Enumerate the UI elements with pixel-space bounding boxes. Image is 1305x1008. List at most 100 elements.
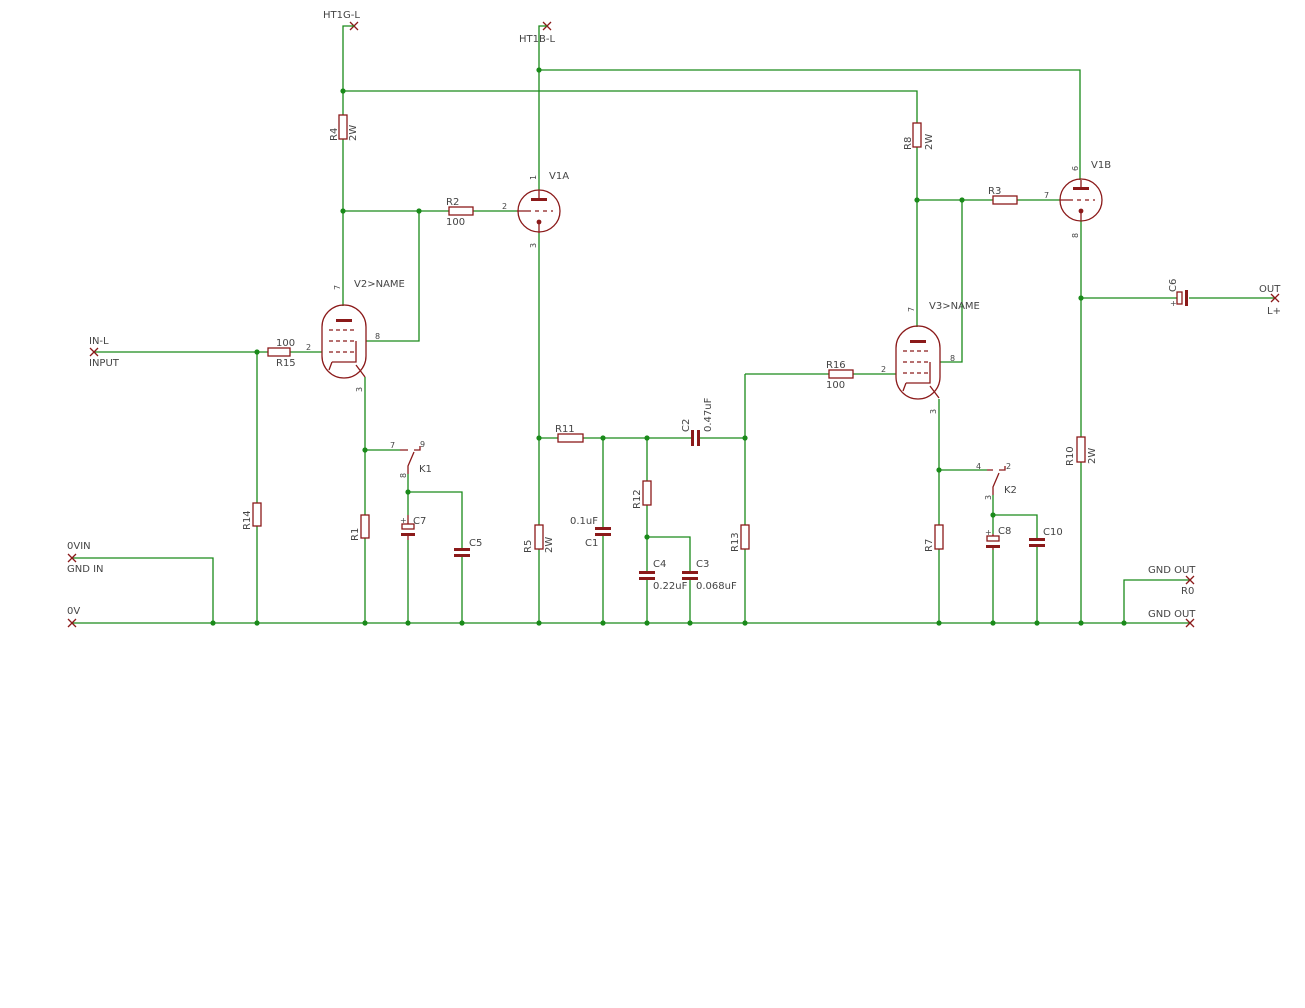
v1a-pin3: 3 [529,243,538,248]
r5-name: R5 [523,540,534,553]
gnd-out2-cross-icon [1185,618,1195,628]
v3-pin3: 3 [929,409,938,414]
out-cross-icon [1270,293,1280,303]
junction-dot [644,435,650,441]
net-ht1b-label: HT1B-L [519,34,555,45]
junction-dot [990,620,996,626]
capacitor-c6: + [1170,290,1188,308]
net-gnd-out2-label: GND OUT [1148,609,1196,620]
v1b-pin8: 8 [1071,233,1080,238]
resistor-r1 [360,514,370,539]
c5-wire [408,491,463,623]
capacitor-c2 [691,430,700,446]
junction-dot [600,435,606,441]
labels: HT1G-L HT1B-L IN-L INPUT 0VIN GND IN 0V … [67,10,1281,620]
r2-value: 100 [446,217,465,228]
junction-dot [340,88,346,94]
tube-v1a [517,189,561,233]
r15-value: 100 [276,338,295,349]
net-r0-label: R0 [1181,586,1194,597]
r11-name: R11 [555,424,575,435]
c5-name: C5 [469,538,482,549]
c3-wire [647,536,691,623]
net-lplus-label: L+ [1267,306,1281,317]
junction-dot [254,620,260,626]
junction-dot [959,197,965,203]
c2-name: C2 [681,419,692,432]
v1a-pin1: 1 [529,175,538,180]
c10-name: C10 [1043,527,1063,538]
junction-dot [254,349,260,355]
c3-value: 0.068uF [696,581,737,592]
v1b-name: V1B [1091,160,1111,171]
junction-dot [1078,295,1084,301]
resistor-r5 [534,524,544,550]
junction-dot [536,67,542,73]
r1-name: R1 [350,528,361,541]
junction-dot [405,620,411,626]
net-gnd-in-label: GND IN [67,564,104,575]
capacitor-c8: + [985,528,1000,550]
r3-name: R3 [988,186,1001,197]
net-out-label: OUT [1259,284,1281,295]
capacitor-c1 [595,527,611,536]
resistors [252,114,1086,550]
junction-dot [742,435,748,441]
c6-name: C6 [1168,279,1179,292]
junction-dot [644,620,650,626]
r14-name: R14 [242,510,253,530]
tube-v1b [1059,178,1103,222]
v3-name: V3>NAME [929,301,980,312]
r15-name: R15 [276,358,296,369]
net-ht1g-label: HT1G-L [323,10,360,21]
r2-name: R2 [446,197,459,208]
resistor-r2 [448,206,474,216]
junction-dot [362,447,368,453]
tube-v3 [895,325,941,400]
tube-v2 [321,304,367,379]
r12-name: R12 [632,489,643,509]
capacitors: + + [400,290,1188,580]
capacitor-c4 [639,571,655,580]
resistor-r4 [338,114,348,140]
resistor-r3 [992,195,1018,205]
k1-pin7: 7 [390,441,395,450]
junction-dot [990,512,996,518]
k1-name: K1 [419,464,432,475]
ovin-cross-icon [67,553,77,563]
resistor-r10 [1076,436,1086,463]
net-input-label: INPUT [89,358,120,369]
switch-k2 [987,466,1006,495]
v2-pin3: 3 [355,387,364,392]
k1-pin9: 9 [420,440,425,449]
v1a-pin2: 2 [502,202,507,211]
svg-text:+: + [1170,299,1177,308]
junction-dot [644,534,650,540]
c1-name: C1 [585,538,598,549]
c10-wire [993,514,1038,623]
r5-value: 2W [544,537,555,553]
c3-name: C3 [696,559,709,570]
net-0v-label: 0V [67,606,80,617]
r10-value: 2W [1087,448,1098,464]
r8-name: R8 [903,137,914,150]
k2-pin2: 2 [1006,462,1011,471]
gnd-out-wire [1123,579,1190,623]
v3-pin7: 7 [907,307,916,312]
ht1g-rail [343,90,918,123]
r10-name: R10 [1065,446,1076,466]
ov-cross-icon [67,618,77,628]
v3-pin2: 2 [881,365,886,374]
junction-dot [416,208,422,214]
svg-text:+: + [985,528,992,537]
switch-k1 [400,446,421,474]
junction-dot [914,197,920,203]
net-in-label: IN-L [89,336,109,347]
r4-name: R4 [329,128,340,141]
capacitor-c7: + [400,515,415,540]
resistor-r11 [557,433,584,443]
junction-dot [1034,620,1040,626]
c8-name: C8 [998,526,1011,537]
v3-screen-wire [940,200,963,363]
